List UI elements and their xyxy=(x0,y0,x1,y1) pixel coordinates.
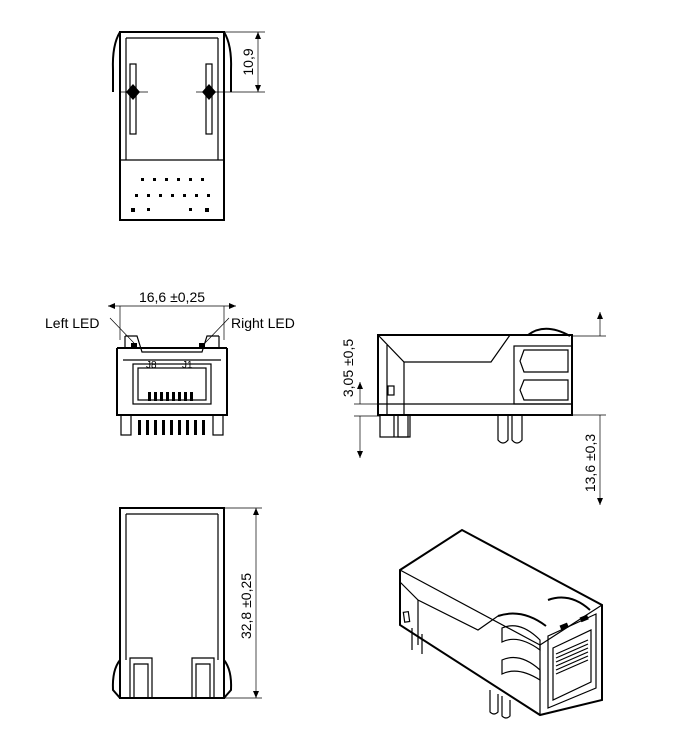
dim-side-height-text: 13,6 ±0,3 xyxy=(582,434,598,492)
dim-side-offset-text: 3,05 ±0,5 xyxy=(340,339,356,397)
isometric-view xyxy=(399,528,603,719)
left-peg-symbol xyxy=(120,84,148,100)
dim-bottom-length-text: 32,8 ±0,25 xyxy=(238,573,254,639)
rj45-contacts xyxy=(148,392,193,401)
dim-side-height: 13,6 ±0,3 xyxy=(572,312,606,505)
dim-front-width: 16,6 ±0,25 xyxy=(108,289,236,340)
right-led xyxy=(199,343,205,349)
bottom-view: 32,8 ±0,25 xyxy=(111,507,262,699)
right-led-label: Right LED xyxy=(231,315,295,331)
right-led-leader xyxy=(204,317,230,344)
front-pins xyxy=(138,420,205,435)
side-view: 3,05 ±0,5 13,6 ±0,3 xyxy=(340,312,606,505)
dim-top-height: 10,9 xyxy=(224,31,265,93)
pin-j8-label: J8 xyxy=(146,360,157,371)
left-led-leader xyxy=(109,317,135,344)
iso-contacts xyxy=(555,639,589,675)
left-led xyxy=(131,343,137,349)
dim-side-offset: 3,05 ±0,5 xyxy=(340,339,380,458)
right-peg-symbol xyxy=(196,84,238,100)
top-pin-dots xyxy=(131,178,210,212)
left-led-label: Left LED xyxy=(45,315,99,331)
top-view: 10,9 xyxy=(111,31,265,221)
pin-j1-label: J1 xyxy=(182,360,193,371)
dim-bottom-length: 32,8 ±0,25 xyxy=(224,507,262,699)
dim-top-height-text: 10,9 xyxy=(240,48,256,75)
dim-front-width-text: 16,6 ±0,25 xyxy=(139,289,205,305)
front-view: 16,6 ±0,25 Left LED Right LED J8 J1 xyxy=(45,289,295,436)
